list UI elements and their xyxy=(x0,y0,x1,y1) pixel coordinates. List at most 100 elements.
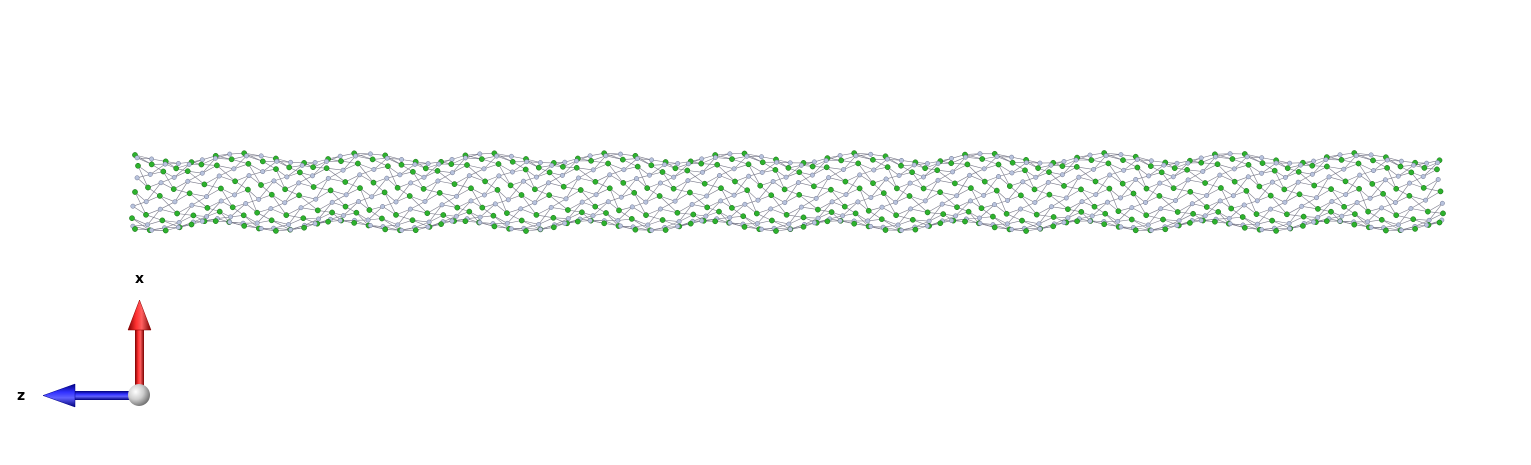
atom-green xyxy=(546,192,553,198)
atom-green xyxy=(1378,216,1385,223)
atom-lavender xyxy=(1032,200,1038,205)
atom-lavender xyxy=(549,162,555,168)
bond xyxy=(817,201,833,219)
atom-lavender xyxy=(1367,195,1373,201)
atom-green xyxy=(1212,218,1218,225)
bond xyxy=(1214,154,1233,160)
bond xyxy=(1314,176,1330,186)
atom-green xyxy=(968,185,974,191)
bond xyxy=(1381,202,1396,209)
atom-green xyxy=(937,189,943,196)
bond xyxy=(437,172,453,182)
atom-green xyxy=(898,162,904,169)
atom-lavender xyxy=(268,206,274,212)
bond xyxy=(1270,202,1286,210)
atom-lavender xyxy=(843,192,849,198)
atom-green xyxy=(216,208,223,215)
bond xyxy=(859,169,874,176)
atom-green xyxy=(606,185,613,192)
atom-green xyxy=(1393,212,1400,219)
atom-green xyxy=(1410,216,1417,223)
bond xyxy=(330,190,346,207)
atom-lavender xyxy=(1311,219,1317,225)
bond xyxy=(771,220,789,225)
atom-green xyxy=(823,164,830,171)
atom-lavender xyxy=(1353,153,1359,159)
atom-lavender xyxy=(312,221,318,227)
atom-lavender xyxy=(879,204,885,210)
bond xyxy=(870,178,887,198)
bond xyxy=(1147,208,1161,226)
atom-lavender xyxy=(939,201,945,207)
atom-green xyxy=(870,156,876,163)
atom-lavender xyxy=(439,202,445,208)
atom-green xyxy=(1420,185,1427,191)
atom-green xyxy=(1328,208,1334,215)
bond xyxy=(914,220,930,228)
atom-green xyxy=(1031,186,1038,193)
bond xyxy=(230,203,246,218)
atom-green xyxy=(1269,217,1275,224)
atom-lavender xyxy=(130,203,136,209)
atom-green xyxy=(783,211,790,218)
atom-lavender xyxy=(393,199,399,205)
atom-green xyxy=(1273,228,1279,234)
atom-lavender xyxy=(1309,171,1315,177)
atom-green xyxy=(1324,163,1330,170)
atom-lavender xyxy=(436,161,442,167)
atom-lavender xyxy=(204,214,210,219)
atom-lavender xyxy=(977,215,982,221)
atom-green xyxy=(842,178,849,185)
atom-green xyxy=(1425,208,1431,215)
atom-lavender xyxy=(573,158,579,164)
bond xyxy=(1326,166,1344,170)
atom-lavender xyxy=(534,174,539,180)
atom-lavender xyxy=(981,166,987,172)
atom-layer xyxy=(129,150,1446,234)
bond xyxy=(1373,159,1388,171)
bond xyxy=(1261,162,1277,174)
bond xyxy=(174,164,190,178)
bond xyxy=(743,215,760,230)
bond xyxy=(1381,219,1399,226)
atom-green xyxy=(579,209,585,216)
bond xyxy=(206,200,222,217)
atom-green xyxy=(258,182,264,188)
bond xyxy=(607,163,624,184)
atom-lavender xyxy=(408,180,414,186)
atom-lavender xyxy=(615,218,621,223)
bond xyxy=(1232,158,1249,166)
bond xyxy=(1341,202,1358,217)
atom-lavender xyxy=(186,161,192,167)
atom-green xyxy=(1202,180,1208,186)
atom-lavender xyxy=(356,199,362,204)
atom-lavender xyxy=(675,223,681,229)
bond xyxy=(1206,174,1221,196)
bond xyxy=(439,192,457,197)
bond xyxy=(1274,170,1285,190)
bond xyxy=(548,175,563,184)
bond xyxy=(1091,201,1108,217)
atom-lavender xyxy=(774,159,780,165)
atom-lavender xyxy=(718,198,724,204)
atom-lavender xyxy=(1230,193,1236,199)
bond xyxy=(549,194,567,200)
bond xyxy=(815,177,829,199)
atom-green xyxy=(509,158,516,165)
atom-lavender xyxy=(296,180,302,186)
atom-green xyxy=(759,159,766,166)
bond xyxy=(673,163,689,178)
atom-green xyxy=(1397,163,1404,170)
atom-lavender xyxy=(149,227,155,233)
atom-green xyxy=(870,180,876,187)
atom-lavender xyxy=(175,224,181,230)
bond xyxy=(910,208,928,213)
atom-green xyxy=(327,187,334,194)
bond xyxy=(1396,214,1414,220)
atom-green xyxy=(448,161,455,167)
atom-lavender xyxy=(227,219,233,225)
bond xyxy=(565,177,579,199)
atom-lavender xyxy=(731,166,737,172)
bond xyxy=(1133,224,1149,228)
